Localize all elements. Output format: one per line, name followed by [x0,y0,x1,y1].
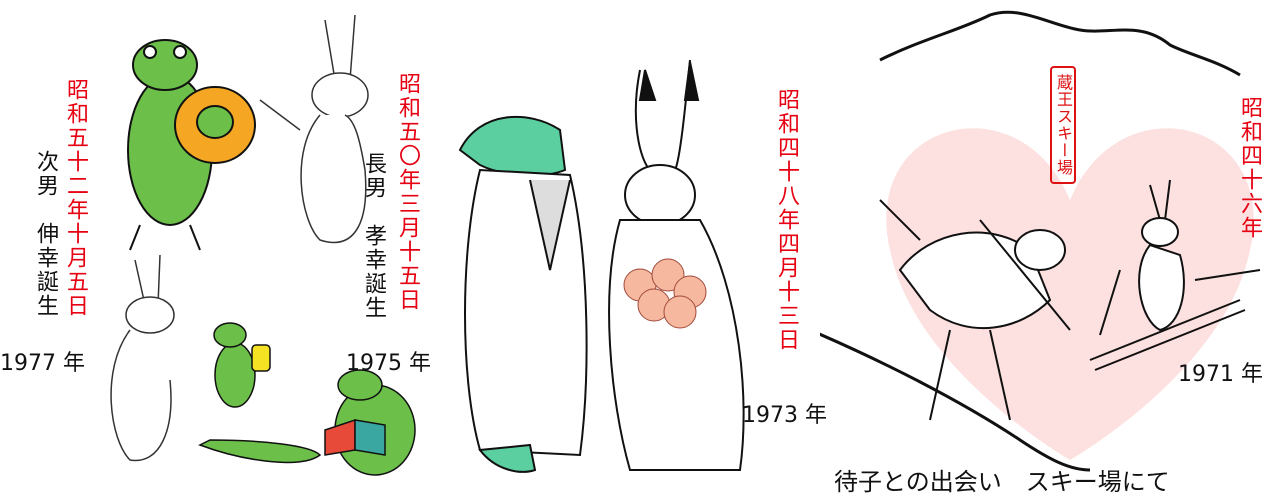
rabbit-skier-figure [1089,179,1261,371]
ski-illustration [820,10,1261,472]
event-1975: 長男 孝幸誕生 [361,152,386,320]
frog-groom-figure [458,115,588,473]
mountain-outline [879,10,1241,77]
era-date-1971: 昭和四十六年 [1237,96,1262,240]
rabbit-figure-bottom [110,254,175,462]
frog-lying [198,439,322,464]
event-1977: 次男 伸幸誕生 [33,150,58,318]
year-label-1971: 1971 年 [1178,362,1263,387]
frog-skier-figure [879,199,1071,421]
bouquet-figure [623,258,707,329]
pink-heart-shape [886,128,1254,460]
ski-resort-stamp: 蔵王スキー場 [1050,66,1076,184]
orange-ring-figure [174,86,256,164]
panel-1977-1975: 昭和五十二年十月五日 次男 伸幸誕生 1977 年 昭和五〇年三月十五日 長男 … [0,0,440,484]
rabbit-figure-top [259,14,369,244]
panel-1973: 昭和四十八年四月十三日 1973 年 [440,0,827,484]
panel-1971: 蔵王スキー場 昭和四十六年 1971 年 待子との出会い スキー場にて [820,0,1280,496]
ski-track-lines [820,332,1091,472]
year-label-1977: 1977 年 [0,351,85,376]
frog-reading [324,369,416,476]
year-label-1975: 1975 年 [346,351,431,376]
frog-family-illustration [110,14,416,476]
era-date-1975: 昭和五〇年三月十五日 [395,72,420,312]
era-date-1973: 昭和四十八年四月十三日 [774,88,799,352]
caption-1971: 待子との出会い スキー場にて [834,468,1170,496]
frog-child-backpack [213,322,271,408]
year-label-1973: 1973 年 [742,403,827,428]
wedding-illustration [458,59,745,473]
era-date-1977: 昭和五十二年十月五日 [63,78,88,318]
